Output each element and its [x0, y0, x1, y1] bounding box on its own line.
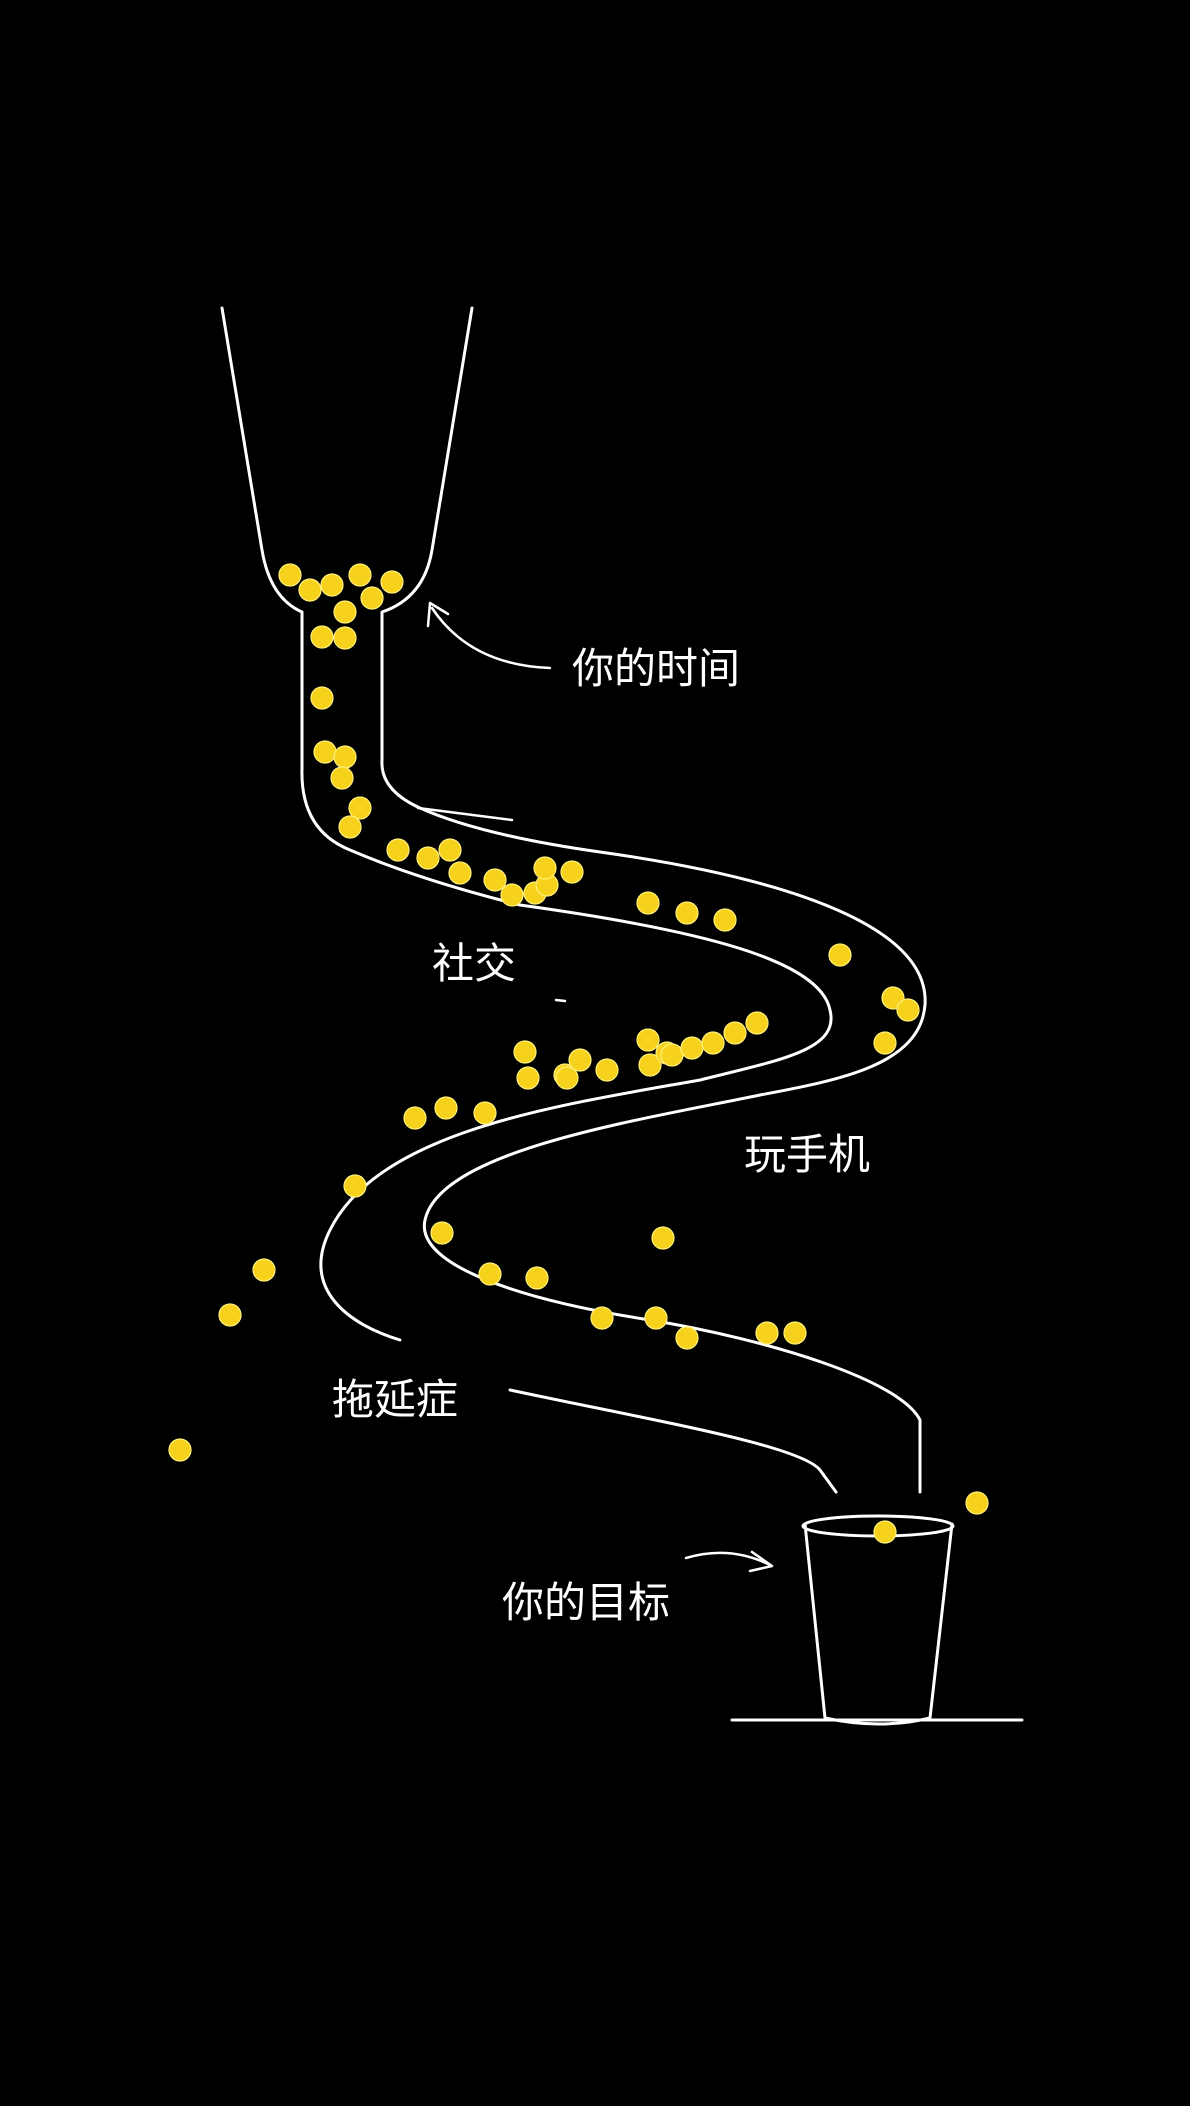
- funnel-right-wall: [380, 306, 474, 762]
- cup-body: [803, 1522, 954, 1726]
- time-ball: [320, 573, 344, 597]
- time-ball: [713, 908, 737, 932]
- time-ball: [338, 815, 362, 839]
- arrows: [426, 601, 774, 1573]
- time-ball: [330, 766, 354, 790]
- time-ball: [636, 1028, 660, 1052]
- time-ball: [438, 838, 462, 862]
- time-ball: [310, 686, 334, 710]
- time-ball: [590, 1306, 614, 1330]
- time-ball: [380, 570, 404, 594]
- time-ball: [644, 1306, 668, 1330]
- time-ball: [403, 1106, 427, 1130]
- time-ball: [430, 1221, 454, 1245]
- time-ball: [745, 1011, 769, 1035]
- time-ball: [348, 563, 372, 587]
- time-ball: [310, 625, 334, 649]
- time-ball: [218, 1303, 242, 1327]
- tube-highlight-stroke: [416, 806, 514, 822]
- time-ball: [516, 1066, 540, 1090]
- time-balls: [168, 563, 989, 1544]
- time-ball: [483, 868, 507, 892]
- time-ball: [555, 1066, 579, 1090]
- time-ball: [680, 1036, 704, 1060]
- time-ball: [828, 943, 852, 967]
- time-ball: [568, 1048, 592, 1072]
- time-ball: [651, 1226, 675, 1250]
- label-social: 社交: [432, 939, 516, 988]
- time-ball: [168, 1438, 192, 1462]
- time-ball: [560, 860, 584, 884]
- time-ball: [636, 891, 660, 915]
- funnel: [220, 306, 474, 770]
- time-ball: [723, 1021, 747, 1045]
- funnel-left-wall: [220, 306, 304, 770]
- time-ball: [478, 1262, 502, 1286]
- goal-arrow-icon: [684, 1551, 772, 1567]
- time-ball: [513, 1040, 537, 1064]
- time-ball: [783, 1321, 807, 1345]
- time-ball: [965, 1491, 989, 1515]
- time-ball: [595, 1058, 619, 1082]
- time-ball: [343, 1174, 367, 1198]
- time-arrow-head-icon: [426, 601, 450, 628]
- time-arrow-icon: [430, 606, 552, 670]
- time-ball: [675, 1326, 699, 1350]
- time-ball: [638, 1053, 662, 1077]
- time-ball: [896, 998, 920, 1022]
- time-ball: [386, 838, 410, 862]
- label-your-time: 你的时间: [572, 644, 740, 693]
- time-ball: [675, 901, 699, 925]
- time-ball: [701, 1031, 725, 1055]
- label-your-goal: 你的目标: [502, 1578, 670, 1627]
- time-ball: [333, 600, 357, 624]
- time-ball: [313, 740, 337, 764]
- cup: [730, 1514, 1024, 1726]
- time-ball: [755, 1321, 779, 1345]
- time-ball: [298, 578, 322, 602]
- time-ball: [525, 1266, 549, 1290]
- time-ball: [360, 586, 384, 610]
- time-ball: [500, 883, 524, 907]
- time-ball: [348, 796, 372, 820]
- time-ball: [873, 1031, 897, 1055]
- time-ball: [660, 1043, 684, 1067]
- time-ball: [278, 563, 302, 587]
- time-ball: [333, 745, 357, 769]
- time-ball: [416, 846, 440, 870]
- goal-arrow-head-icon: [748, 1550, 774, 1573]
- time-ball: [448, 861, 472, 885]
- tube-left-wall: [300, 766, 833, 1342]
- tube-lower-left-wall: [508, 1388, 838, 1494]
- tube-highlight-dash: [554, 998, 567, 1003]
- time-ball: [473, 1101, 497, 1125]
- time-ball: [252, 1258, 276, 1282]
- time-ball: [434, 1096, 458, 1120]
- time-ball: [873, 1520, 897, 1544]
- time-ball: [333, 626, 357, 650]
- label-procrastination: 拖延症: [332, 1375, 458, 1424]
- time-ball: [533, 856, 557, 880]
- label-play-phone: 玩手机: [744, 1130, 870, 1179]
